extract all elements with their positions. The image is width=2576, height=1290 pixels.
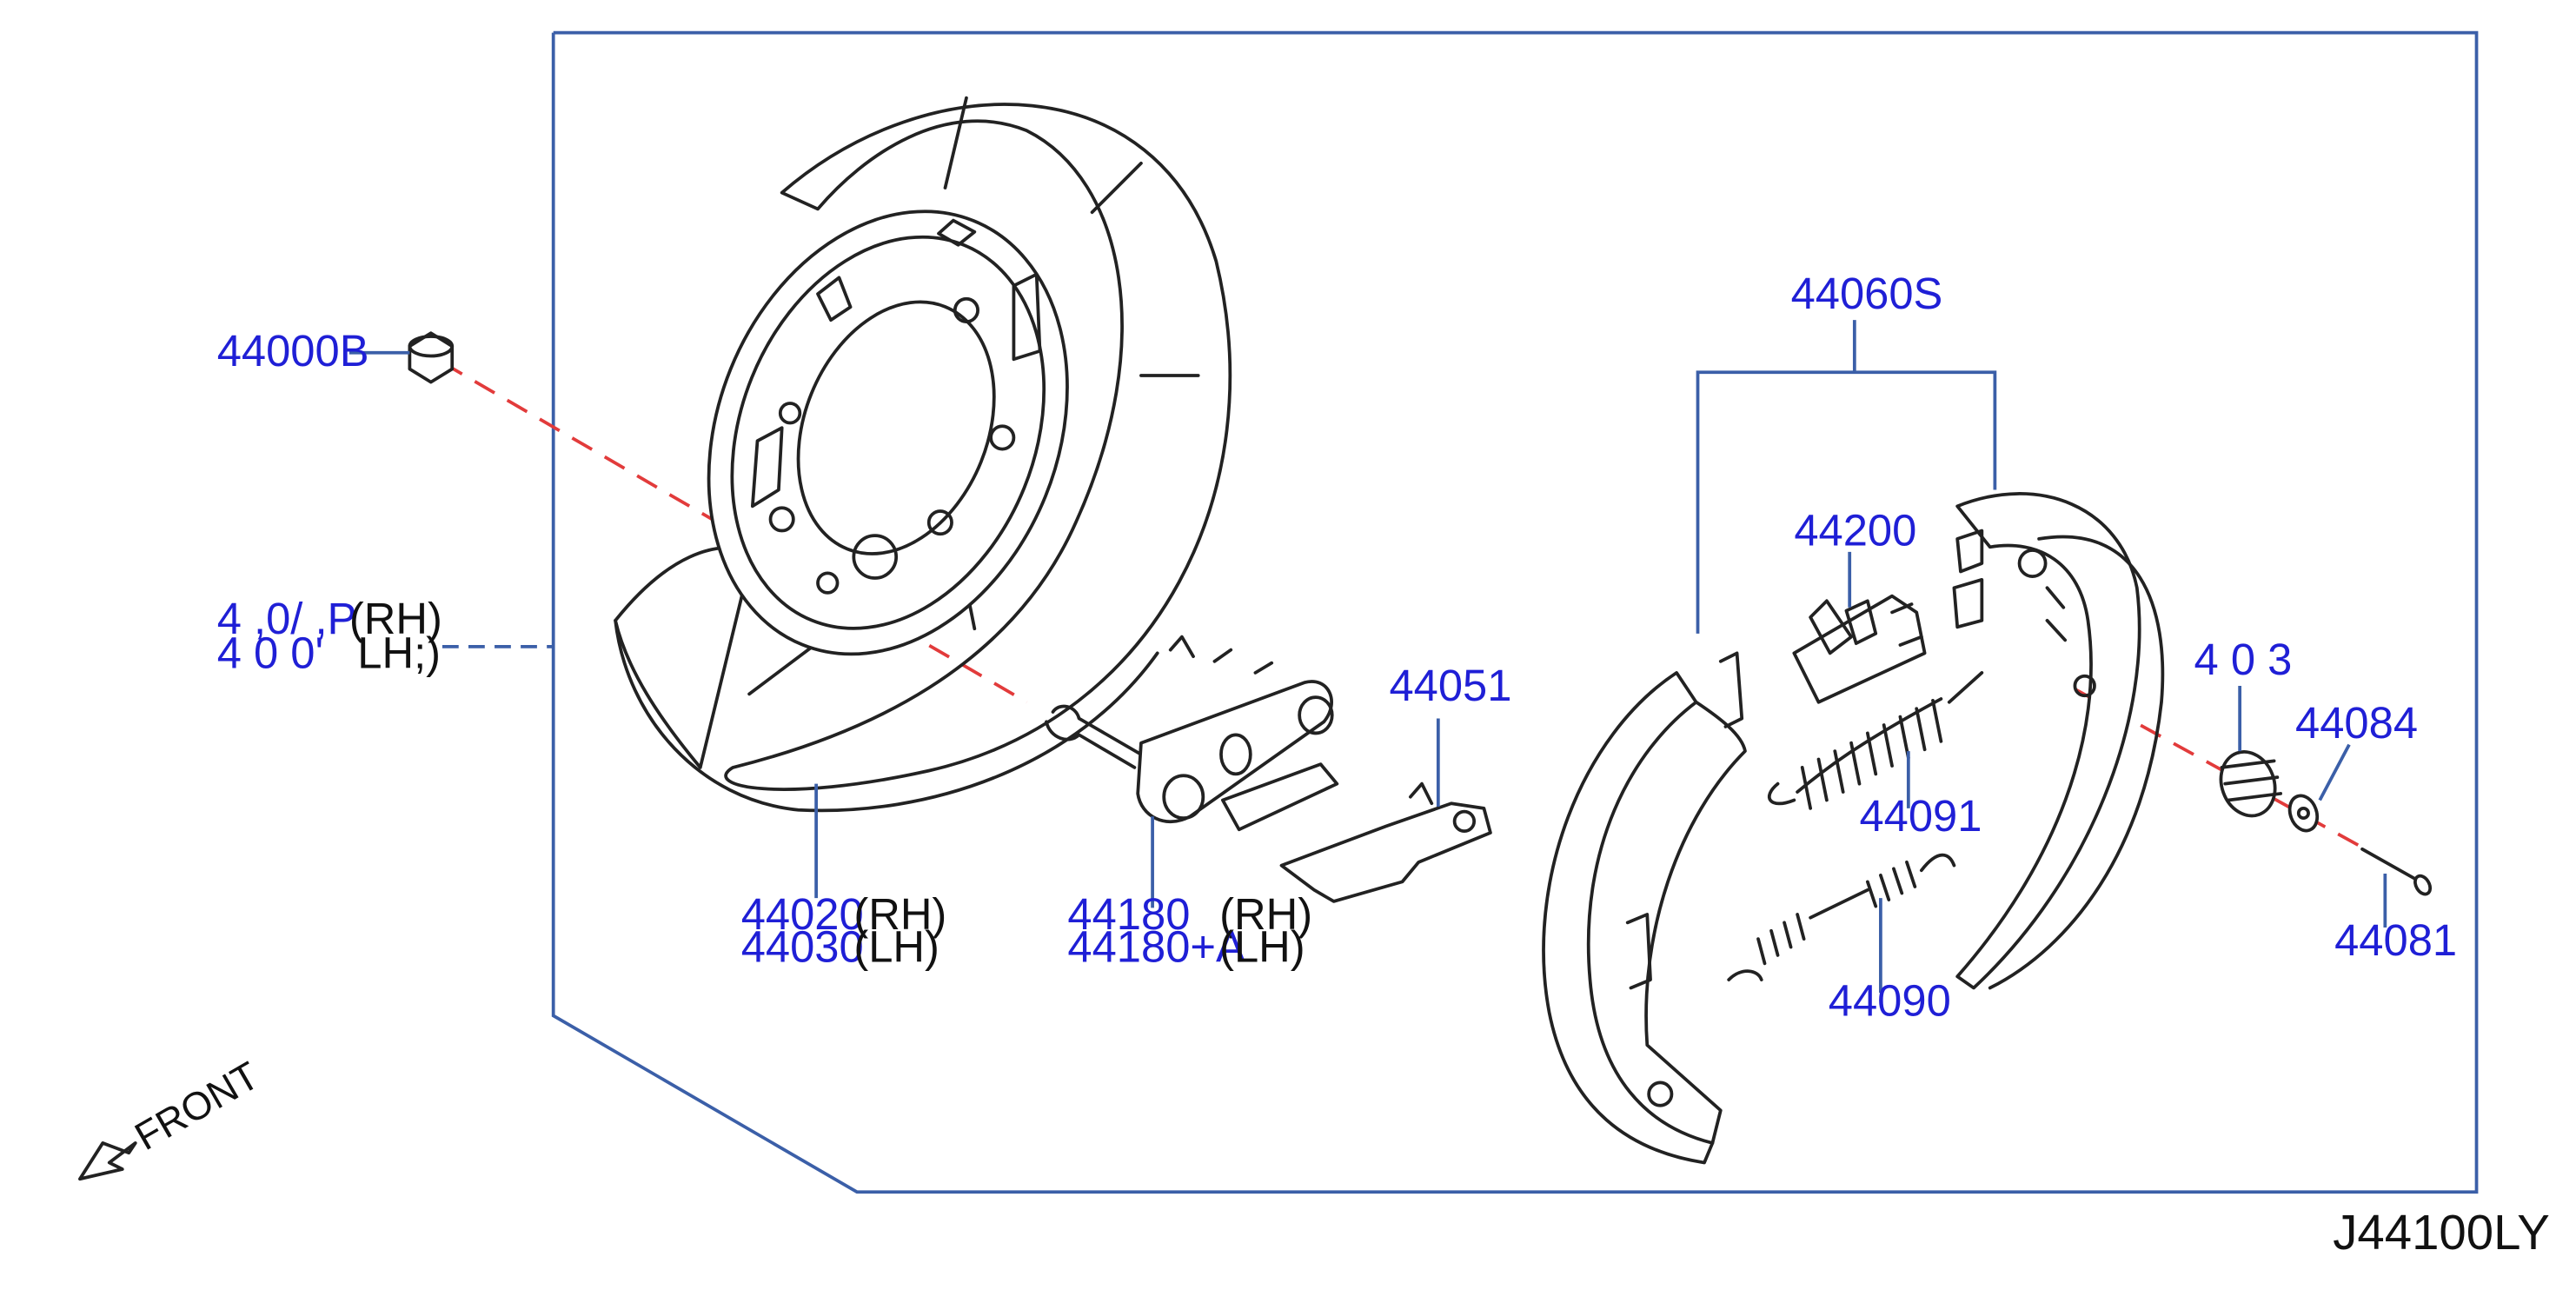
callout-upper-spring[interactable]: 44091 (1859, 791, 1982, 841)
brake-shoe-right-part[interactable] (1952, 492, 2165, 990)
leader-shoe-set (1696, 370, 1997, 634)
callout-shield-lh[interactable]: 44030 (741, 921, 864, 971)
front-label: FRONT (128, 1053, 267, 1159)
parking-lever-part[interactable] (1045, 635, 1339, 832)
callout-nut[interactable]: 44000B (217, 326, 369, 376)
retainer-part[interactable] (2285, 792, 2321, 835)
callout-retainer[interactable]: 44084 (2295, 698, 2418, 748)
callout-plate-rh-side: (RH) (349, 594, 442, 643)
backing-plate-part[interactable] (645, 157, 1131, 708)
leader-retainer (2318, 743, 2351, 801)
callout-shield-rh[interactable]: 44020 (741, 889, 864, 939)
callout-lever-rh[interactable]: 44180 (1067, 889, 1190, 939)
callout-adjuster[interactable]: 44200 (1794, 505, 1916, 555)
callout-lever-lh[interactable]: 44180+A (1067, 921, 1245, 971)
figure-code: J44100LY (2333, 1205, 2550, 1260)
callout-lever-rh-side: (RH) (1219, 889, 1312, 939)
pin-part[interactable] (2360, 847, 2433, 897)
nut-part[interactable] (408, 331, 455, 384)
adjuster-part[interactable] (1792, 594, 1927, 704)
assembly-frame (551, 30, 2479, 1194)
callout-plate-rh[interactable]: 4 ,0/ ,P (217, 594, 357, 643)
front-arrow-icon (78, 1141, 137, 1181)
callout-lower-spring[interactable]: 44090 (1829, 975, 1951, 1025)
callout-adjuster-lever[interactable]: 44051 (1389, 661, 1511, 710)
brake-shoe-left-part[interactable] (1542, 651, 1747, 1165)
callout-shoe-set[interactable]: 44060S (1791, 269, 1943, 318)
callout-lever-lh-side: (LH) (1219, 921, 1305, 971)
callout-plate-lh-side: LH;) (357, 628, 441, 677)
upper-spring-part[interactable] (1767, 671, 1984, 810)
callout-plate-lh[interactable]: 4 0 0' (217, 628, 323, 677)
callout-hold-spring[interactable]: 4 0 3 (2194, 635, 2293, 684)
callout-pin[interactable]: 44081 (2334, 915, 2457, 965)
callout-shield-lh-side: (LH) (853, 921, 939, 971)
adjuster-lever-part[interactable] (1279, 781, 1492, 903)
hold-down-spring-part[interactable] (2212, 744, 2283, 823)
lower-spring-part[interactable] (1727, 853, 1956, 981)
callout-shield-rh-side: (RH) (853, 889, 946, 939)
